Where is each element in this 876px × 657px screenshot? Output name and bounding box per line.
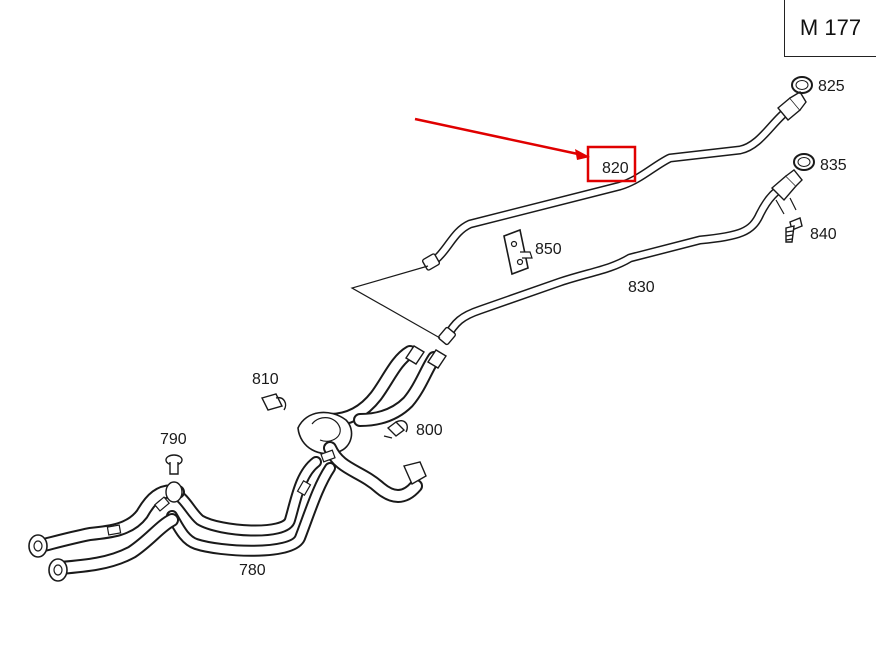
label-780: 780: [239, 562, 266, 579]
label-850: 850: [535, 241, 562, 258]
clamp-800[interactable]: [383, 420, 408, 439]
engine-code: M 177: [799, 15, 862, 40]
highlight-820[interactable]: 820: [414, 117, 637, 183]
fitting-825-end[interactable]: [777, 91, 807, 121]
seal-ring-825[interactable]: [791, 76, 813, 94]
label-820: 820: [602, 160, 629, 177]
hose-assembly-780[interactable]: [28, 345, 447, 582]
label-810: 810: [252, 371, 279, 388]
seal-ring-835[interactable]: [793, 153, 815, 171]
label-790: 790: [160, 431, 187, 448]
label-840: 840: [810, 226, 837, 243]
screw-840[interactable]: [785, 217, 803, 243]
label-830: 830: [628, 279, 655, 296]
tube-830[interactable]: [438, 177, 795, 346]
fitting-835-end[interactable]: [770, 169, 803, 215]
label-825: 825: [818, 78, 845, 95]
engine-code-box: M 177: [784, 0, 876, 57]
bracket-850[interactable]: [503, 228, 533, 276]
clamp-810[interactable]: [260, 393, 287, 411]
leader-lines: [350, 265, 441, 339]
label-835: 835: [820, 157, 847, 174]
tube-820[interactable]: [421, 105, 793, 271]
label-800: 800: [416, 422, 443, 439]
bolt-790[interactable]: [165, 454, 183, 475]
